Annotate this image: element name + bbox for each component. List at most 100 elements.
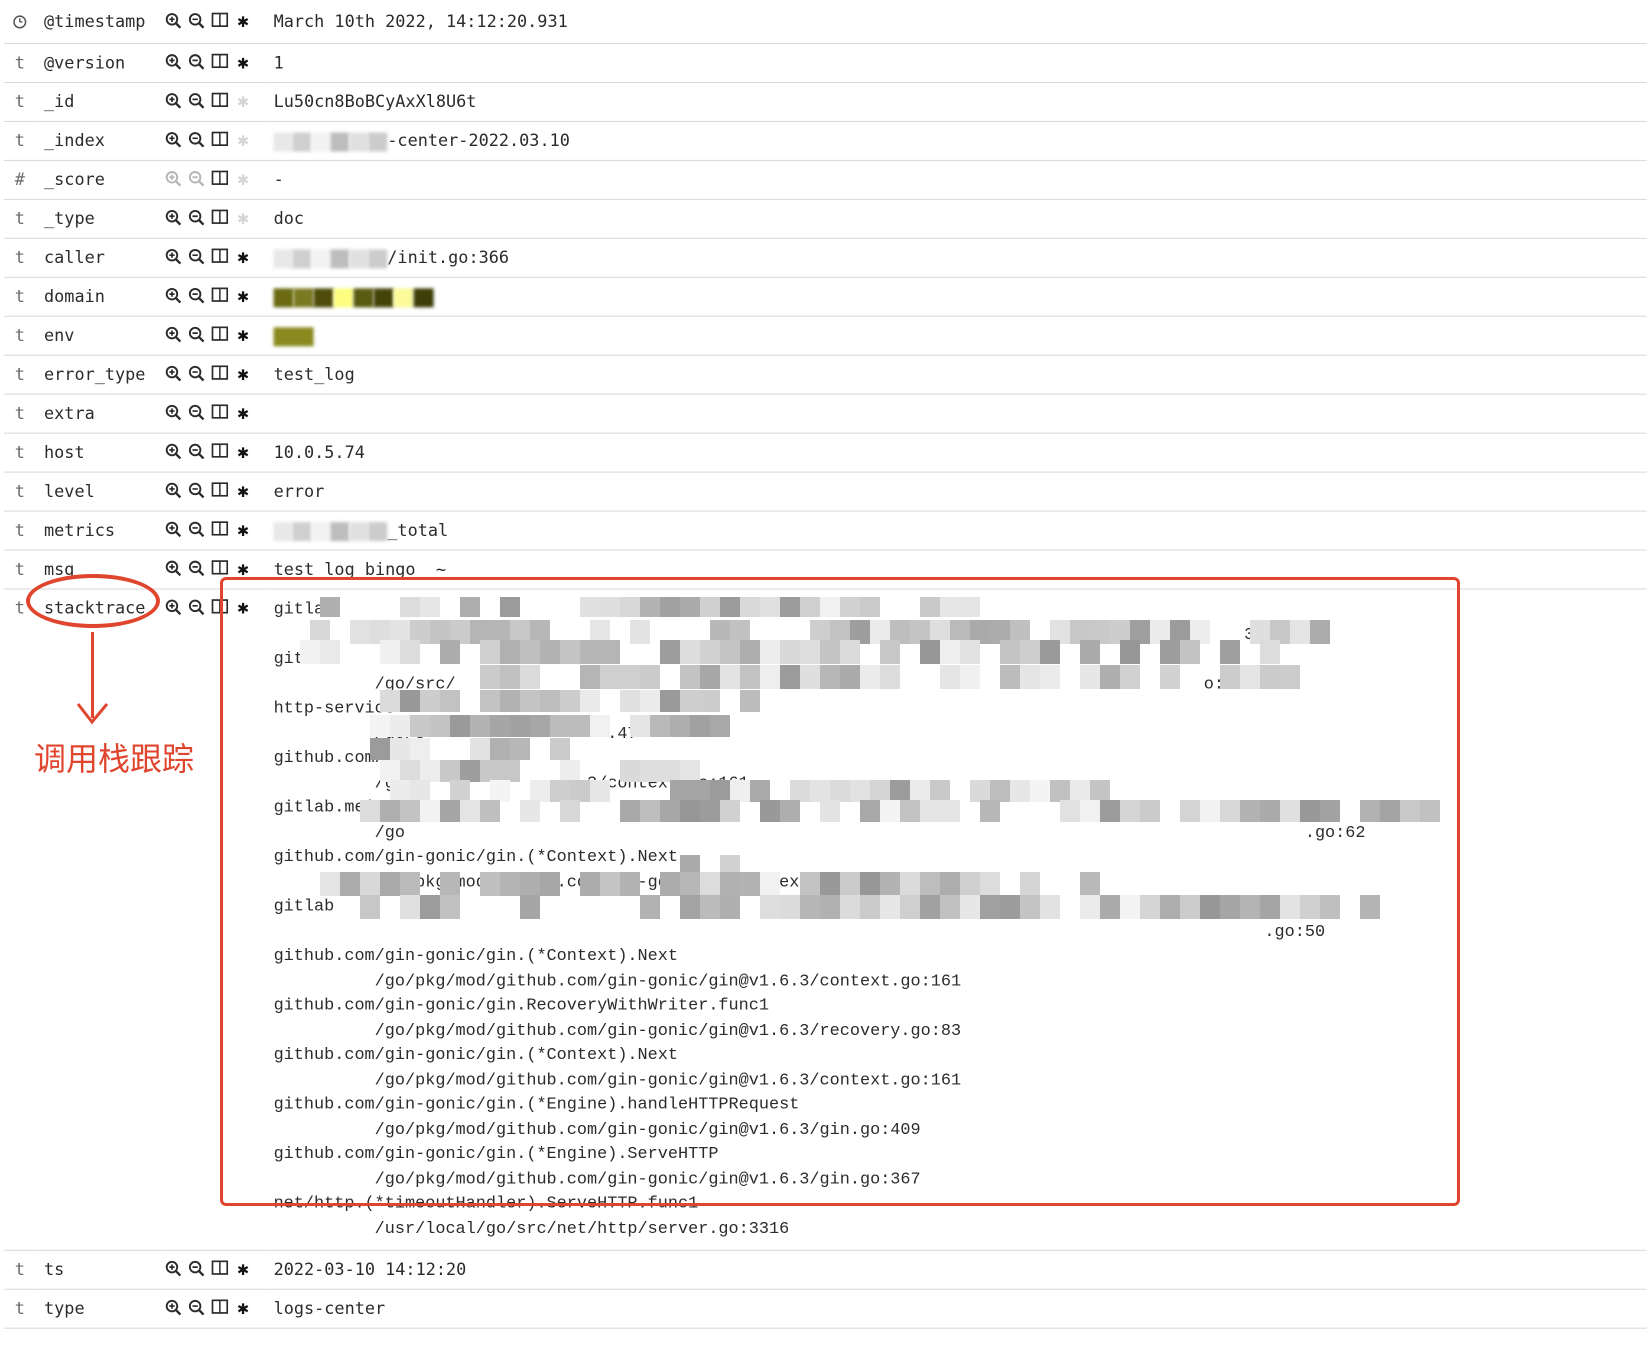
toggle-column-icon[interactable] <box>208 91 231 112</box>
toggle-column-icon[interactable] <box>208 325 231 346</box>
filter-for-value-icon[interactable] <box>162 169 185 190</box>
redaction-pixel <box>680 800 700 822</box>
redaction-pixel <box>550 715 570 737</box>
filter-out-value-icon[interactable] <box>185 520 208 541</box>
filter-for-value-icon[interactable] <box>162 208 185 229</box>
filter-exists-icon[interactable]: ✱ <box>237 246 249 269</box>
toggle-column-icon[interactable] <box>208 442 231 463</box>
toggle-column-icon[interactable] <box>208 52 231 73</box>
filter-out-value-icon[interactable] <box>185 169 208 190</box>
filter-exists-icon[interactable]: ✱ <box>237 1297 249 1320</box>
filter-out-value-icon[interactable] <box>185 130 208 151</box>
filter-exists-icon[interactable]: ✱ <box>237 518 249 542</box>
filter-out-value-icon[interactable] <box>185 559 208 580</box>
redaction-pixel <box>580 872 600 896</box>
filter-for-value-icon[interactable] <box>162 52 185 73</box>
filter-out-value-icon[interactable] <box>185 91 208 112</box>
filter-out-value-icon[interactable] <box>185 1259 208 1280</box>
filter-for-value-icon[interactable] <box>162 247 185 268</box>
field-type-indicator: t <box>14 597 25 618</box>
filter-exists-icon[interactable]: ✱ <box>237 285 249 308</box>
toggle-column-icon[interactable] <box>208 403 231 424</box>
toggle-column-icon[interactable] <box>208 130 231 151</box>
filter-exists-icon[interactable]: ✱ <box>237 363 249 386</box>
redaction-pixel <box>1420 800 1440 822</box>
redaction-pixel <box>390 620 410 644</box>
filter-for-value-icon[interactable] <box>162 1298 185 1319</box>
redaction-pixel <box>700 872 720 896</box>
filter-exists-icon[interactable]: ✱ <box>237 1258 249 1281</box>
filter-for-value-icon[interactable] <box>162 130 185 151</box>
toggle-column-icon[interactable] <box>208 208 231 229</box>
filter-exists-icon[interactable]: ✱ <box>237 129 249 152</box>
toggle-column-icon[interactable] <box>208 1298 231 1319</box>
filter-exists-icon[interactable]: ✱ <box>237 441 249 464</box>
filter-for-value-icon[interactable] <box>162 91 185 112</box>
redaction-pixel <box>570 780 590 802</box>
redaction-pixel <box>1200 895 1220 919</box>
toggle-column-icon[interactable] <box>208 11 231 32</box>
toggle-column-icon[interactable] <box>208 1259 231 1280</box>
filter-for-value-icon[interactable] <box>162 325 185 346</box>
filter-out-value-icon[interactable] <box>185 442 208 463</box>
filter-for-value-icon[interactable] <box>162 481 185 502</box>
redaction-pixel <box>420 800 440 822</box>
filter-out-value-icon[interactable] <box>185 247 208 268</box>
filter-out-value-icon[interactable] <box>185 364 208 385</box>
filter-out-value-icon[interactable] <box>185 286 208 307</box>
filter-exists-icon[interactable]: ✱ <box>237 402 249 425</box>
toggle-column-icon[interactable] <box>208 169 231 190</box>
filter-exists-icon[interactable]: ✱ <box>237 207 249 230</box>
toggle-column-icon[interactable] <box>208 481 231 502</box>
redaction-pixel <box>680 597 700 617</box>
redaction-pixel <box>400 760 420 782</box>
filter-for-value-icon[interactable] <box>162 598 185 619</box>
filter-out-value-icon[interactable] <box>185 52 208 73</box>
filter-exists-icon[interactable]: ✱ <box>237 324 249 347</box>
field-type-indicator <box>4 3 36 44</box>
redaction-pixel <box>1240 800 1260 822</box>
toggle-column-icon[interactable] <box>208 286 231 307</box>
toggle-column-icon[interactable] <box>208 520 231 541</box>
stacktrace-line: /go .go:62 <box>273 822 1366 842</box>
redaction-pixel <box>670 780 690 802</box>
redaction-pixel <box>1160 665 1180 689</box>
filter-out-value-icon[interactable] <box>185 481 208 502</box>
field-name: @version <box>44 52 126 73</box>
redaction-pixel <box>590 620 610 644</box>
filter-exists-icon[interactable]: ✱ <box>237 480 249 503</box>
filter-for-value-icon[interactable] <box>162 364 185 385</box>
filter-out-value-icon[interactable] <box>185 208 208 229</box>
filter-for-value-icon[interactable] <box>162 520 185 541</box>
toggle-column-icon[interactable] <box>208 598 231 619</box>
filter-for-value-icon[interactable] <box>162 442 185 463</box>
filter-exists-icon[interactable]: ✱ <box>237 10 249 33</box>
filter-out-value-icon[interactable] <box>185 598 208 619</box>
field-type-indicator: t <box>14 442 25 463</box>
filter-for-value-icon[interactable] <box>162 1259 185 1280</box>
redaction-pixel <box>1060 800 1080 822</box>
redaction-pixel <box>1160 640 1180 664</box>
redaction-pixel <box>420 690 440 712</box>
toggle-column-icon[interactable] <box>208 247 231 268</box>
filter-out-value-icon[interactable] <box>185 325 208 346</box>
filter-for-value-icon[interactable] <box>162 286 185 307</box>
filter-for-value-icon[interactable] <box>162 559 185 580</box>
filter-exists-icon[interactable]: ✱ <box>237 557 249 581</box>
toggle-column-icon[interactable] <box>208 364 231 385</box>
redaction-pixel <box>400 800 420 822</box>
redaction-pixel <box>840 895 860 919</box>
redaction-pixel <box>870 780 890 802</box>
stacktrace-line: github.com/gin-gonic/gin.(*Context).Next <box>273 1045 678 1065</box>
filter-exists-icon[interactable]: ✱ <box>237 51 249 74</box>
filter-for-value-icon[interactable] <box>162 11 185 32</box>
filter-exists-icon[interactable]: ✱ <box>237 596 249 620</box>
filter-out-value-icon[interactable] <box>185 11 208 32</box>
filter-exists-icon[interactable]: ✱ <box>237 90 249 113</box>
filter-exists-icon[interactable]: ✱ <box>237 168 249 191</box>
redaction-pixel <box>700 690 720 712</box>
toggle-column-icon[interactable] <box>208 559 231 580</box>
filter-for-value-icon[interactable] <box>162 403 185 424</box>
filter-out-value-icon[interactable] <box>185 1298 208 1319</box>
filter-out-value-icon[interactable] <box>185 403 208 424</box>
